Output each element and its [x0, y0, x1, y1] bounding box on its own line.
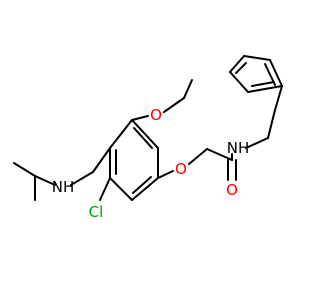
phenyl-bond-5 [229, 71, 249, 93]
bond-phenethyl-ch2-ch2 [267, 109, 276, 139]
phenyl-bond-4 [229, 55, 245, 73]
atom-label-cl: Cl [89, 203, 104, 221]
bond-ring-to-cl [99, 177, 111, 201]
chemical-structure-diagram: NH NH O O O Cl [13, 55, 283, 221]
atom-label-nh-amide: NH [227, 139, 250, 157]
ring-bond-4 [131, 177, 159, 201]
atom-label-nh-amine: NH [52, 178, 75, 196]
bond-ring-to-ether-o [131, 115, 149, 121]
bond-ch2-to-carbonyl-c [206, 148, 233, 161]
ring-bond-1 [109, 119, 133, 149]
bond-ethyl-ch2-ch3 [183, 79, 193, 99]
bond-amide-nh-to-ch2 [245, 137, 269, 149]
atom-label-o-ethoxy: O [150, 106, 162, 124]
phenyl-bond-1 [274, 85, 283, 111]
atom-label-o-carbonyl: O [226, 181, 238, 199]
atom-label-o-aryloxy: O [175, 160, 187, 178]
ring-double-bond-2 [133, 127, 153, 149]
atom-label-layer: NH NH O O O Cl [52, 106, 250, 221]
ring-bond-2 [131, 119, 159, 149]
bond-ch2-to-ring [92, 147, 111, 173]
phenyl-double-bond-3 [251, 81, 275, 87]
phenyl-bond-2 [269, 59, 283, 87]
ring-double-bond-3 [132, 176, 152, 194]
bond-layer [13, 55, 283, 201]
phenyl-double-bond-2 [235, 62, 247, 74]
bond-nh-to-ch2 [70, 171, 94, 186]
ring-bond-5 [109, 177, 133, 201]
bond-isopropyl-to-nh [34, 175, 56, 186]
phenyl-bond-6 [247, 85, 283, 93]
bond-ring-to-oxy-o [157, 170, 174, 179]
bond-ether-o-to-ch2 [163, 97, 185, 113]
bond-oxy-o-to-ch2 [188, 148, 208, 165]
bond-isopropyl-methyl-top [13, 162, 36, 177]
phenyl-bond-3 [243, 55, 271, 61]
